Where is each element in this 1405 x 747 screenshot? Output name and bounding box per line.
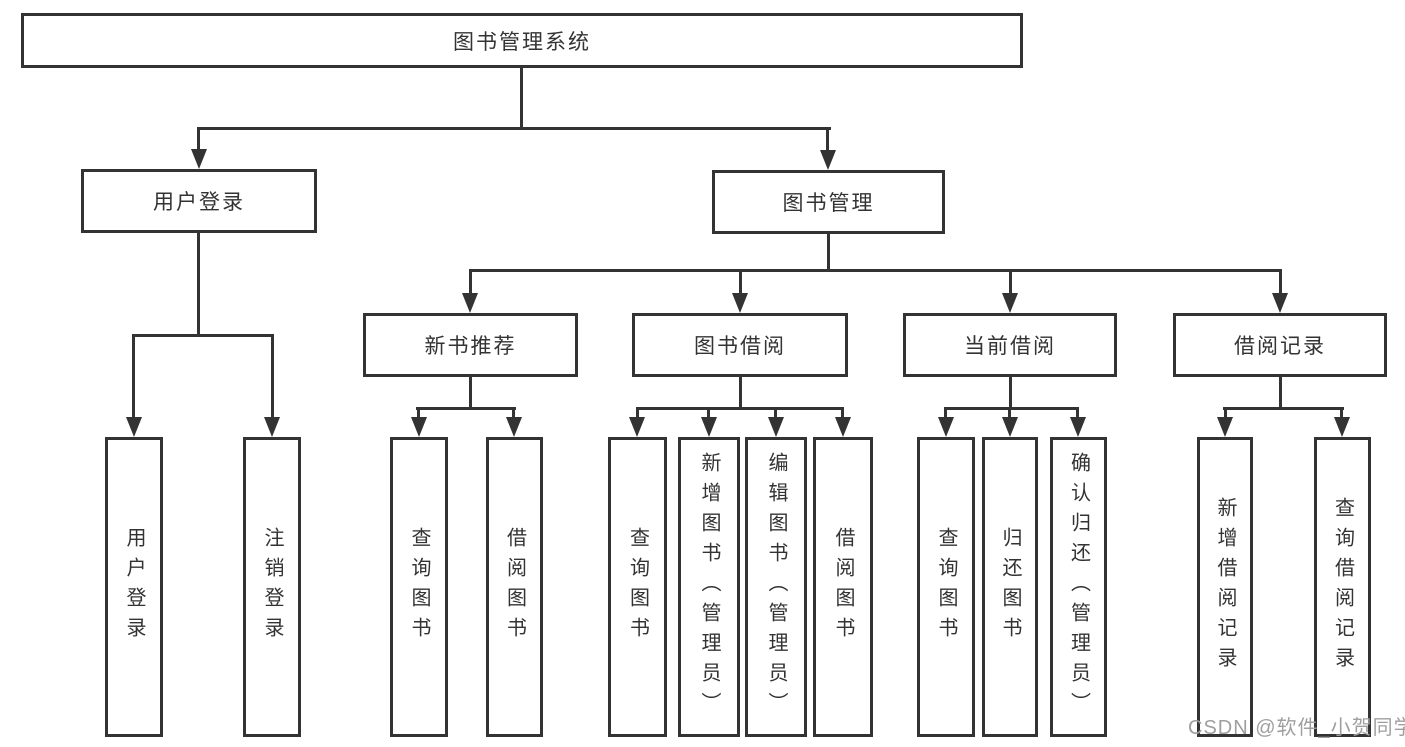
node-leaf-query-books-3: 查询图书 (917, 437, 975, 737)
node-label: 借阅图书 (503, 527, 526, 647)
connector-line (739, 269, 742, 296)
node-label: 借阅图书 (832, 527, 854, 647)
connector-line (132, 334, 135, 421)
connector-line (1008, 407, 1011, 421)
connector-line (469, 377, 472, 409)
connector-line (1009, 269, 1012, 296)
node-leaf-user-login: 用户登录 (105, 437, 163, 737)
node-label: 归还图书 (999, 527, 1021, 647)
connector-line (417, 407, 420, 421)
connector-line (197, 127, 831, 130)
node-leaf-borrow-books-2: 借阅图书 (813, 437, 873, 737)
connector-line (636, 407, 639, 421)
connector-line (1340, 407, 1343, 421)
node-book-borrowing: 图书借阅 (632, 313, 848, 377)
arrow-down (191, 149, 207, 169)
connector-line (841, 407, 844, 421)
node-current-borrowing: 当前借阅 (903, 313, 1117, 377)
arrow-down (629, 417, 645, 437)
node-leaf-query-books-2: 查询图书 (608, 437, 667, 737)
connector-line (1279, 269, 1282, 296)
node-borrowing-records: 借阅记录 (1173, 313, 1387, 377)
arrow-down (938, 417, 954, 437)
connector-line (739, 377, 742, 409)
arrow-down (506, 417, 522, 437)
arrow-down (1002, 293, 1018, 313)
csdn-watermark: CSDN @软件_小贺同学 (1188, 717, 1405, 739)
node-leaf-logout: 注销登录 (243, 437, 301, 737)
node-label: 注销登录 (261, 527, 283, 647)
node-leaf-borrow-books-1: 借阅图书 (486, 437, 543, 737)
node-leaf-query-borrow-record: 查询借阅记录 (1314, 437, 1371, 737)
connector-line (512, 407, 515, 421)
arrow-down (732, 293, 748, 313)
connector-line (197, 233, 200, 336)
node-leaf-add-borrow-record: 新增借阅记录 (1197, 437, 1253, 737)
connector-line (827, 234, 830, 271)
arrow-down (1334, 417, 1350, 437)
connector-line (1279, 377, 1282, 409)
arrow-down (1070, 417, 1086, 437)
arrow-down (835, 417, 851, 437)
arrow-down (264, 417, 280, 437)
connector-line (1223, 407, 1344, 410)
connector-line (132, 334, 274, 337)
node-label: 用户登录 (153, 191, 245, 214)
arrow-down (126, 417, 142, 437)
connector-line (271, 334, 274, 421)
node-label: 当前借阅 (964, 335, 1056, 358)
connector-line (1224, 407, 1227, 421)
node-label: 新书推荐 (424, 335, 517, 358)
connector-line (197, 127, 200, 153)
arrow-down (1272, 293, 1288, 313)
connector-line (944, 407, 1079, 410)
node-book-management: 图书管理 (712, 170, 945, 234)
connector-line (944, 407, 947, 421)
node-new-book-recommend: 新书推荐 (363, 313, 578, 377)
node-leaf-add-books-admin: 新增图书（管理员） (678, 437, 740, 737)
node-library-management-system: 图书管理系统 (21, 13, 1023, 68)
connector-line (1076, 407, 1079, 421)
node-label: 用户登录 (123, 527, 145, 647)
arrow-down (462, 293, 478, 313)
connector-line (1009, 377, 1012, 409)
node-label: 查询借阅记录 (1331, 497, 1354, 677)
arrow-down (411, 417, 427, 437)
node-label: 编辑图书（管理员） (765, 452, 787, 722)
node-label: 查询图书 (626, 527, 649, 647)
connector-line (469, 269, 472, 296)
node-label: 图书管理 (782, 192, 875, 215)
connector-line (416, 407, 516, 410)
node-leaf-return-books: 归还图书 (982, 437, 1038, 737)
connector-line (469, 269, 1282, 272)
node-leaf-query-books-1: 查询图书 (390, 437, 448, 737)
connector-line (826, 127, 829, 154)
arrow-down (820, 150, 836, 170)
node-label: 查询图书 (408, 527, 430, 647)
node-label: 图书管理系统 (453, 30, 591, 54)
node-label: 借阅记录 (1234, 335, 1326, 358)
connector-line (774, 407, 777, 421)
connector-line (636, 407, 844, 410)
connector-line (707, 407, 710, 421)
arrow-down (768, 417, 784, 437)
node-label: 查询图书 (935, 527, 957, 647)
arrow-down (701, 417, 717, 437)
arrow-down (1217, 417, 1233, 437)
node-label: 确认归还（管理员） (1067, 452, 1090, 722)
node-user-login: 用户登录 (81, 169, 317, 233)
node-label: 新增图书（管理员） (698, 452, 720, 722)
node-leaf-confirm-return-admin: 确认归还（管理员） (1050, 437, 1107, 737)
arrow-down (1002, 417, 1018, 437)
node-leaf-edit-books-admin: 编辑图书（管理员） (745, 437, 807, 737)
node-label: 图书借阅 (694, 335, 786, 358)
connector-line (520, 68, 523, 129)
node-label: 新增借阅记录 (1214, 497, 1236, 677)
